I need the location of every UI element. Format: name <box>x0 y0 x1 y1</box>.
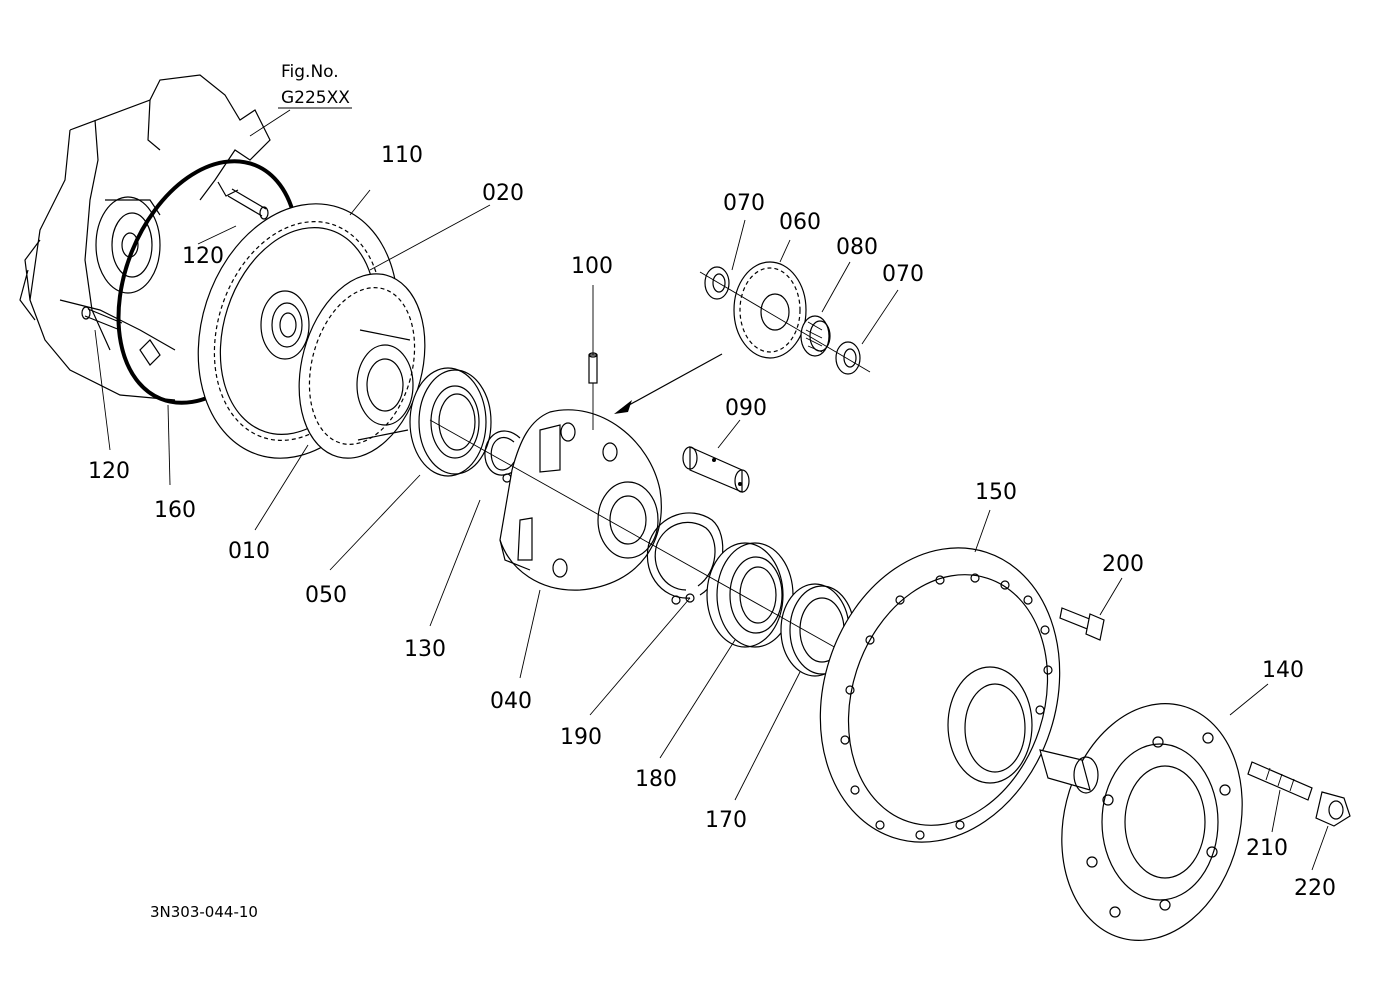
part-label-120-bottom: 120 <box>88 459 130 484</box>
nut-220 <box>1315 791 1351 827</box>
part-label-080: 080 <box>836 235 878 260</box>
pin-100 <box>588 352 598 384</box>
washer-070-right <box>835 341 861 375</box>
leader-lines <box>94 107 1329 871</box>
drawing-code: 3N303-044-10 <box>150 903 258 921</box>
part-label-130: 130 <box>404 637 446 662</box>
case-cover-150 <box>819 547 1061 843</box>
bearing-050 <box>409 367 492 477</box>
part-label-190: 190 <box>560 725 602 750</box>
planet-gear-020 <box>260 290 310 360</box>
needle-bearing-080 <box>800 315 831 357</box>
transmission-housing <box>19 74 271 401</box>
figure-ref-label: Fig.No. <box>281 62 339 82</box>
part-label-220: 220 <box>1294 876 1336 901</box>
part-label-160: 160 <box>154 498 196 523</box>
part-label-110: 110 <box>381 143 423 168</box>
stud-bolt-210 <box>1247 761 1313 801</box>
part-label-040: 040 <box>490 689 532 714</box>
part-label-140: 140 <box>1262 658 1304 683</box>
dowel-pin-120-bottom <box>81 306 123 331</box>
part-label-070-right: 070 <box>882 262 924 287</box>
shaft-090 <box>682 446 750 493</box>
planet-carrier-010 <box>298 273 426 459</box>
part-label-070-left: 070 <box>723 191 765 216</box>
bolt-200 <box>1059 607 1105 641</box>
part-label-200: 200 <box>1102 552 1144 577</box>
part-label-120-top: 120 <box>182 244 224 269</box>
figure-ref-code: G225XX <box>281 88 350 108</box>
planet-housing-040 <box>499 409 662 591</box>
part-label-100: 100 <box>571 254 613 279</box>
part-label-210: 210 <box>1246 836 1288 861</box>
washer-070-left <box>704 266 730 300</box>
bearing-180 <box>706 542 794 648</box>
part-label-180: 180 <box>635 767 677 792</box>
part-label-060: 060 <box>779 210 821 235</box>
part-label-150: 150 <box>975 480 1017 505</box>
part-label-010: 010 <box>228 539 270 564</box>
dowel-pin-120-top <box>217 181 269 220</box>
part-label-050: 050 <box>305 583 347 608</box>
part-label-170: 170 <box>705 808 747 833</box>
part-label-090: 090 <box>725 396 767 421</box>
part-label-020: 020 <box>482 181 524 206</box>
planet-gear-060 <box>733 261 807 359</box>
axle-flange-140 <box>1039 703 1243 941</box>
assembly-arrow <box>614 353 723 414</box>
